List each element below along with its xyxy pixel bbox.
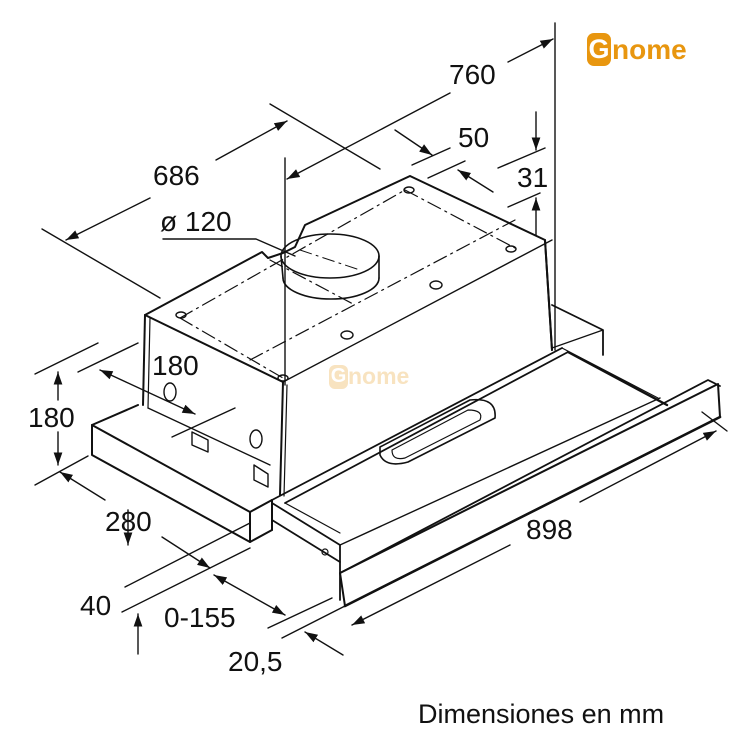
dim-label-height: 180 [28,402,75,433]
units-caption: Dimensiones en mm [418,699,665,729]
dim-label-width-total: 760 [449,59,496,90]
centerlines [179,189,516,379]
dim-label-side-depth: 180 [152,350,199,381]
dim-label-depth-body: 686 [153,160,200,191]
telescopic-drawer [271,347,722,608]
dim-label-base-depth: 280 [105,506,152,537]
brand-logo: G nome [587,33,687,66]
dim-label-front-panel: 20,5 [228,646,283,677]
dim-label-front-height: 40 [80,590,112,621]
dimension-lines [34,22,728,656]
dim-label-duct-diameter: ø 120 [160,206,232,237]
mounting-holes [175,186,517,382]
watermark-logo: G nome [329,363,409,390]
logo-initial: G [329,364,348,389]
side-details [163,382,269,488]
logo-text: nome [612,33,687,65]
dim-label-extension: 0-155 [164,602,236,633]
duct-collar [280,233,380,300]
logo-text: nome [348,363,410,389]
base-canopy [91,304,604,543]
dim-label-width-front: 898 [526,514,573,545]
logo-initial: G [587,33,611,66]
dim-label-duct-edge: 31 [517,162,549,193]
dim-label-duct-offset: 50 [458,122,490,153]
motor-housing [142,175,553,497]
